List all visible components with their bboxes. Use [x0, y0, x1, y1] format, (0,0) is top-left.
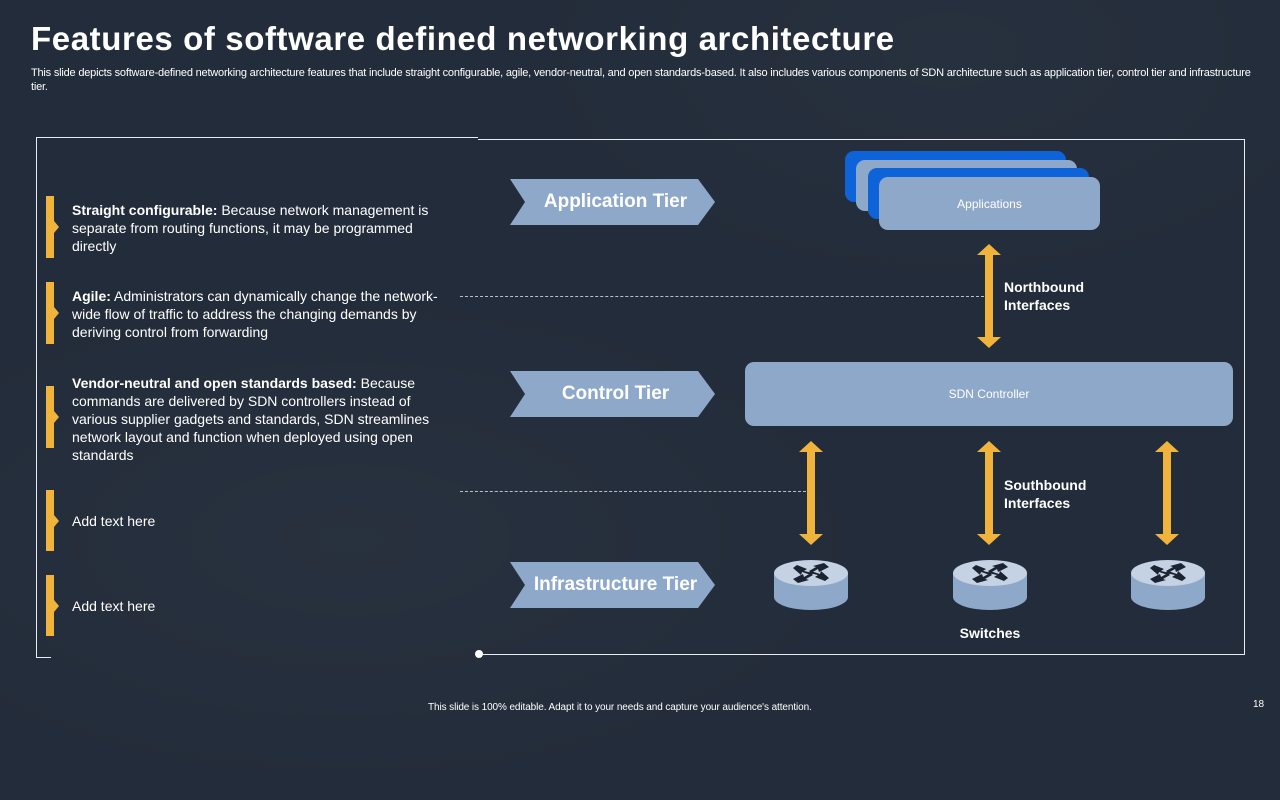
frame-dot: [475, 650, 483, 658]
double-arrow-icon: [1155, 441, 1179, 545]
label-line: Interfaces: [1004, 297, 1071, 313]
southbound-interfaces-label: Southbound Interfaces: [1004, 476, 1086, 512]
frame-border-top: [36, 137, 478, 138]
chevron-shape: [510, 562, 715, 608]
feature-marker: [46, 386, 59, 448]
feature-body: Add text here: [72, 598, 156, 614]
dashed-connector-southbound: [460, 491, 806, 492]
label-line: Interfaces: [1004, 495, 1071, 511]
switch-icon: [953, 560, 1027, 610]
dashed-connector-northbound: [460, 296, 984, 297]
feature-marker: [46, 490, 59, 551]
slide-subtitle: This slide depicts software-defined netw…: [31, 67, 1251, 93]
feature-marker: [46, 575, 59, 636]
feature-marker: [46, 196, 59, 258]
switches-label: Switches: [959, 625, 1021, 641]
applications-label: Applications: [957, 196, 1022, 211]
feature-body: Administrators can dynamically change th…: [72, 288, 438, 340]
feature-heading: Vendor-neutral and open standards based:: [72, 375, 357, 391]
footer-note: This slide is 100% editable. Adapt it to…: [428, 702, 812, 713]
switch-icon: [774, 560, 848, 610]
frame-border-left: [36, 137, 51, 658]
tier-application: Application Tier: [510, 179, 715, 225]
tier-label: Application Tier: [543, 191, 688, 212]
tier-control: Control Tier: [510, 371, 715, 417]
feature-text: Add text here: [72, 597, 442, 615]
feature-body: Because network management is separate f…: [72, 202, 429, 254]
sdn-controller-box: SDN Controller: [745, 362, 1233, 426]
chevron-shape: [510, 371, 715, 417]
slide-title: Features of software defined networking …: [31, 20, 895, 57]
feature-text: Agile: Administrators can dynamically ch…: [72, 287, 442, 341]
feature-text: Add text here: [72, 512, 442, 530]
feature-text: Vendor-neutral and open standards based:…: [72, 374, 442, 464]
page-number: 18: [1253, 699, 1265, 710]
sdn-controller-label: SDN Controller: [948, 387, 1030, 401]
double-arrow-icon: [977, 441, 1001, 545]
feature-heading: Straight configurable:: [72, 202, 218, 218]
switch-icon: [1131, 560, 1205, 610]
feature-body: Because commands are delivered by SDN co…: [72, 375, 430, 463]
double-arrow-icon: [799, 441, 823, 545]
frame-border-right: [478, 139, 1245, 655]
tier-label: Control Tier: [561, 383, 670, 404]
label-line: Northbound: [1004, 279, 1085, 295]
applications-box: Applications: [879, 177, 1100, 230]
label-line: Southbound: [1004, 477, 1087, 493]
feature-body: Add text here: [72, 513, 156, 529]
double-arrow-icon: [977, 244, 1001, 348]
feature-text: Straight configurable: Because network m…: [72, 201, 442, 255]
northbound-interfaces-label: Northbound Interfaces: [1004, 278, 1084, 314]
chevron-shape: [510, 179, 715, 225]
feature-marker: [46, 282, 59, 344]
feature-heading: Agile:: [72, 288, 111, 304]
tier-label: Infrastructure Tier: [533, 574, 698, 595]
tier-infrastructure: Infrastructure Tier: [510, 562, 715, 608]
